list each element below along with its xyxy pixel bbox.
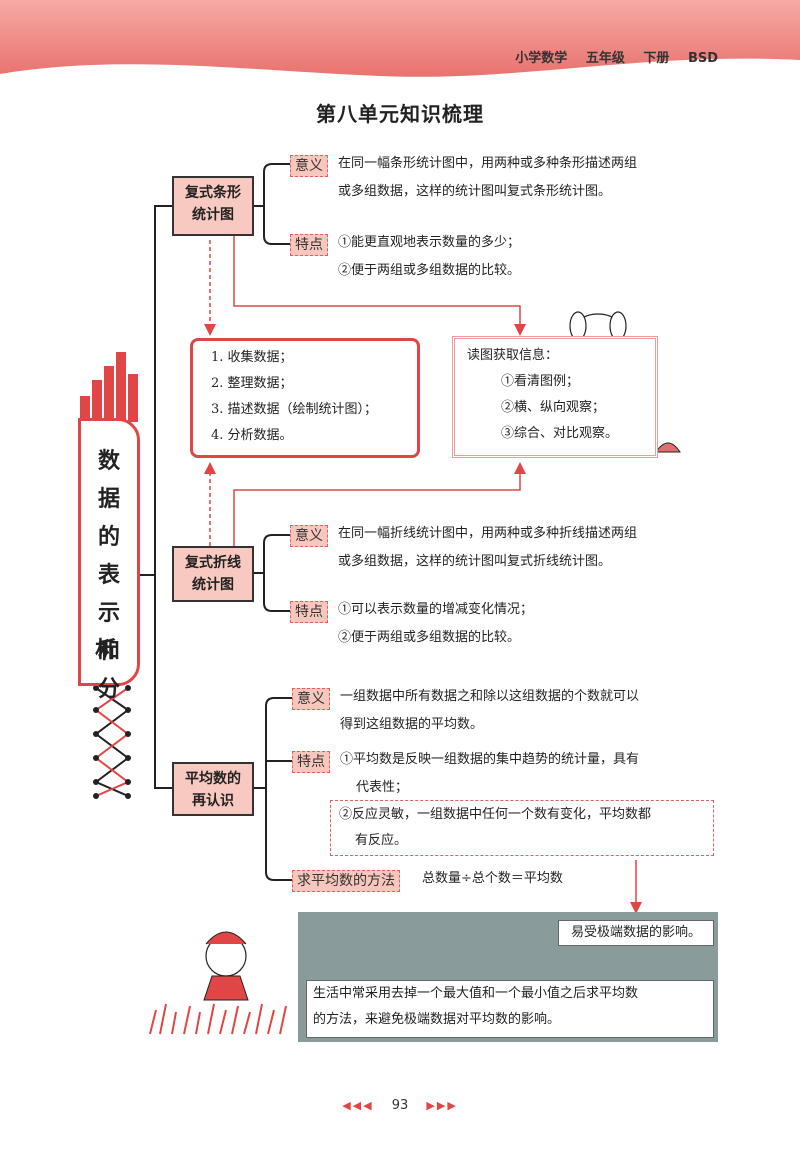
line-chart-title-line1: 复式折线: [185, 555, 241, 571]
bar-chart-title-line1: 复式条形: [185, 185, 241, 201]
prev-arrows-icon: ◀◀◀: [342, 1099, 374, 1112]
center-char: 和: [97, 639, 120, 664]
average-feature1-line: ①平均数是反映一组数据的集中趋势的统计量，具有: [340, 752, 640, 767]
header-band: [0, 0, 800, 77]
average-feature1-line: 代表性；: [356, 780, 409, 795]
step-item: 1. 收集数据；: [211, 350, 293, 365]
bar-chart-title-line2: 统计图: [192, 207, 234, 223]
bar-feature-line: ②便于两组或多组数据的比较。: [338, 263, 521, 278]
bar-meaning-line: 或多组数据，这样的统计图叫复式条形统计图。: [338, 184, 612, 199]
average-feature2-line: ②反应灵敏，一组数据中任何一个数有变化，平均数都: [339, 807, 652, 822]
average-node: 平均数的 再认识: [172, 762, 254, 816]
center-char: 的: [97, 525, 120, 550]
line-feature-line: ②便于两组或多组数据的比较。: [338, 630, 521, 645]
center-char: 示: [97, 601, 120, 626]
average-method-tag: 求平均数的方法: [292, 870, 400, 892]
average-meaning-text: 一组数据中所有数据之和除以这组数据的个数就可以 得到这组数据的平均数。: [340, 683, 639, 739]
bar-chart-node: 复式条形 统计图: [172, 176, 254, 236]
page-footer: ◀◀◀ 93 ▶▶▶: [0, 1098, 800, 1113]
read-chart-box: 读图获取信息： ①看清图例； ②横、纵向观察； ③综合、对比观察。: [452, 336, 658, 458]
line-meaning-line: 在同一幅折线统计图中，用两种或多种折线描述两组: [338, 526, 638, 541]
note-long: 生活中常采用去掉一个最大值和一个最小值之后求平均数 的方法，来避免极端数据对平均…: [306, 980, 714, 1038]
average-method-formula: 总数量÷总个数＝平均数: [422, 871, 563, 886]
header-grade: 五年级: [585, 51, 625, 66]
average-title-line2: 再认识: [192, 793, 234, 809]
line-meaning-text: 在同一幅折线统计图中，用两种或多种折线描述两组 或多组数据，这样的统计图叫复式折…: [338, 520, 637, 576]
header-info: 小学数学 五年级 下册 BSD: [501, 47, 718, 66]
center-topic-box: 数 据 的 表 示 和 分: [78, 418, 140, 702]
bar-features-text: ①能更直观地表示数量的多少； ②便于两组或多组数据的比较。: [338, 229, 520, 285]
page-number: 93: [391, 1098, 409, 1113]
note-short: 易受极端数据的影响。: [558, 920, 714, 946]
step-item: 2. 整理数据；: [211, 376, 293, 391]
bar-meaning-text: 在同一幅条形统计图中，用两种或多种条形描述两组 或多组数据，这样的统计图叫复式条…: [338, 150, 637, 206]
bar-meaning-line: 在同一幅条形统计图中，用两种或多种条形描述两组: [338, 156, 638, 171]
header-edition: BSD: [687, 51, 718, 66]
header-volume: 下册: [643, 51, 670, 66]
center-char: 数: [97, 449, 120, 474]
center-char: 据: [97, 487, 120, 512]
center-char-last: 析: [94, 638, 117, 663]
line-meaning-line: 或多组数据，这样的统计图叫复式折线统计图。: [338, 554, 612, 569]
line-chart-title-line2: 统计图: [192, 577, 234, 593]
note-long-line: 的方法，来避免极端数据对平均数的影响。: [313, 1012, 561, 1027]
header-subject: 小学数学: [515, 51, 568, 66]
bar-feature-line: ①能更直观地表示数量的多少；: [338, 235, 521, 250]
bar-meaning-tag: 意义: [290, 155, 328, 177]
read-chart-title: 读图获取信息：: [467, 348, 559, 363]
step-item: 4. 分析数据。: [211, 428, 293, 443]
step-item: 3. 描述数据（绘制统计图）；: [211, 402, 378, 417]
average-meaning-line: 一组数据中所有数据之和除以这组数据的个数就可以: [340, 689, 640, 704]
line-feature-line: ①可以表示数量的增减变化情况；: [338, 602, 534, 617]
page-title: 第八单元知识梳理: [316, 102, 484, 126]
line-chart-node: 复式折线 统计图: [172, 546, 254, 602]
line-features-text: ①可以表示数量的增减变化情况； ②便于两组或多组数据的比较。: [338, 596, 533, 652]
center-topic-title: 数 据 的 表 示 和 分: [81, 443, 137, 709]
read-chart-item: ②横、纵向观察；: [501, 400, 606, 415]
line-feature-tag: 特点: [290, 601, 328, 623]
read-chart-item: ①看清图例；: [501, 374, 580, 389]
average-meaning-tag: 意义: [292, 688, 330, 710]
average-feature-tag: 特点: [292, 751, 330, 773]
average-meaning-line: 得到这组数据的平均数。: [340, 717, 484, 732]
line-meaning-tag: 意义: [290, 525, 328, 547]
center-char: 分: [97, 677, 120, 702]
statistics-steps-box: 1. 收集数据； 2. 整理数据； 3. 描述数据（绘制统计图）； 4. 分析数…: [190, 338, 420, 458]
note-long-line: 生活中常采用去掉一个最大值和一个最小值之后求平均数: [313, 986, 639, 1001]
average-feature2-box: ②反应灵敏，一组数据中任何一个数有变化，平均数都 有反应。: [330, 800, 714, 856]
average-feature2-line: 有反应。: [355, 833, 408, 848]
average-title-line1: 平均数的: [185, 771, 241, 787]
read-chart-item: ③综合、对比观察。: [501, 426, 619, 441]
center-char: 表: [97, 563, 120, 588]
next-arrows-icon: ▶▶▶: [426, 1099, 458, 1112]
bar-feature-tag: 特点: [290, 234, 328, 256]
average-feature1-text: ①平均数是反映一组数据的集中趋势的统计量，具有 代表性；: [340, 746, 639, 802]
